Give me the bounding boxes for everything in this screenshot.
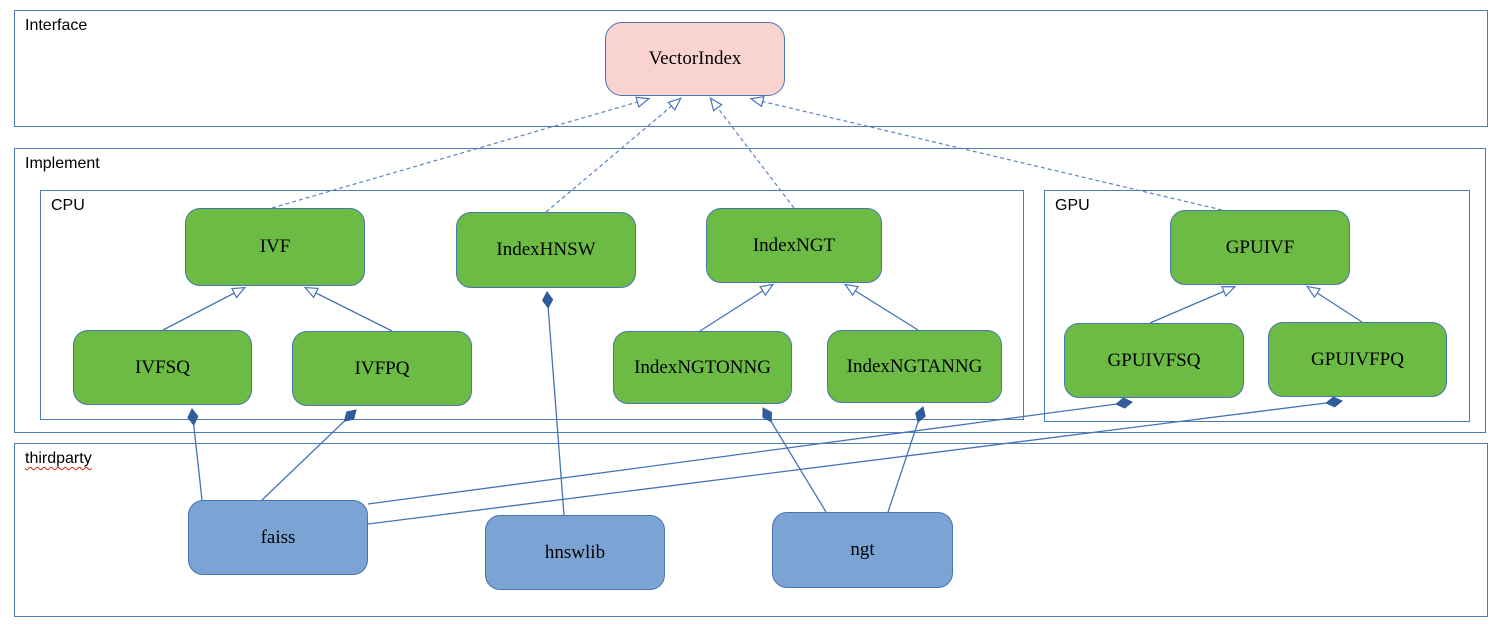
node-ngt: ngt bbox=[772, 512, 953, 588]
node-faiss: faiss bbox=[188, 500, 368, 575]
node-indexhnsw: IndexHNSW bbox=[456, 212, 636, 288]
node-indexngtonng: IndexNGTONNG bbox=[613, 331, 792, 404]
node-gpuivfsq: GPUIVFSQ bbox=[1064, 323, 1244, 398]
node-indexngtanng: IndexNGTANNG bbox=[827, 330, 1002, 403]
node-vectorindex: VectorIndex bbox=[605, 22, 785, 96]
node-ivf: IVF bbox=[185, 208, 365, 286]
node-gpuivf: GPUIVF bbox=[1170, 210, 1350, 285]
node-indexngt: IndexNGT bbox=[706, 208, 882, 283]
node-hnswlib: hnswlib bbox=[485, 515, 665, 590]
section-gpu-label: GPU bbox=[1055, 197, 1090, 214]
section-thirdparty-label: thirdparty bbox=[25, 450, 92, 467]
section-implement-label: Implement bbox=[25, 155, 100, 172]
node-ivfsq: IVFSQ bbox=[73, 330, 252, 405]
section-cpu-label: CPU bbox=[51, 197, 85, 214]
node-ivfpq: IVFPQ bbox=[292, 331, 472, 406]
section-interface-label: Interface bbox=[25, 17, 88, 34]
node-gpuivfpq: GPUIVFPQ bbox=[1268, 322, 1447, 397]
